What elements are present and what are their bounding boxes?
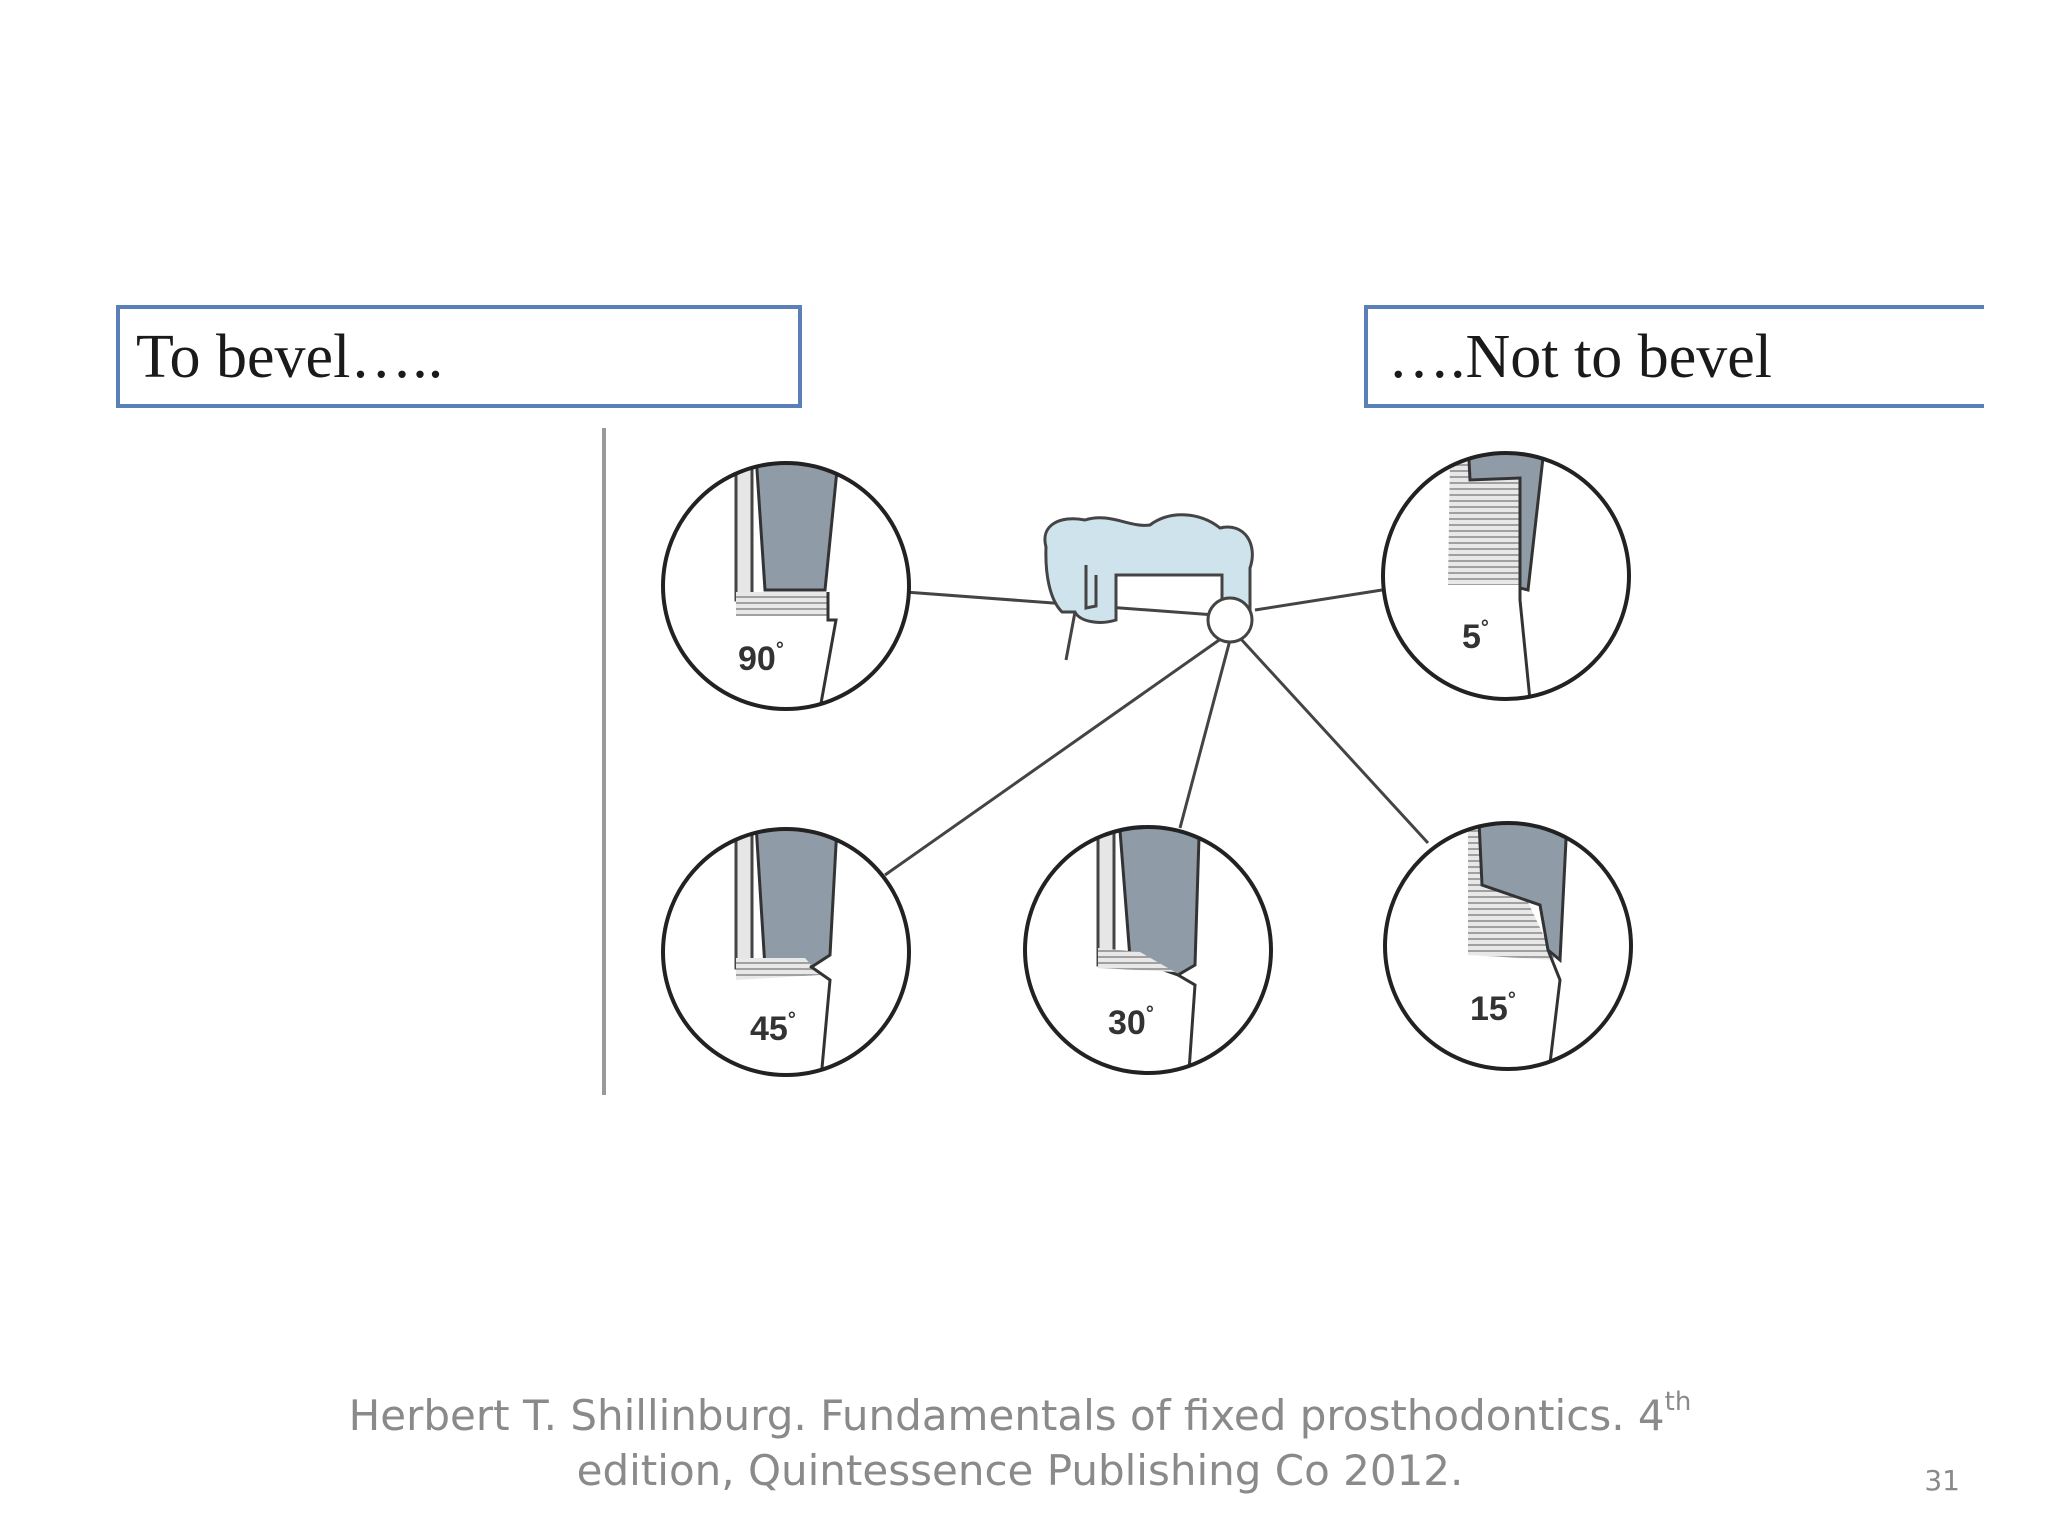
not-to-bevel-label: ….Not to bevel: [1388, 322, 1772, 391]
svg-text:45°: 45°: [750, 1009, 796, 1048]
margin-detail-circle: [1206, 596, 1254, 644]
connector-lines: [884, 588, 1430, 877]
detail-90-degree: 90°: [661, 461, 911, 711]
detail-5-degree: 5°: [1381, 451, 1631, 701]
not-to-bevel-label-box: ….Not to bevel: [1364, 305, 1984, 408]
to-bevel-label: To bevel…..: [136, 322, 444, 391]
citation-line-2: edition, Quintessence Publishing Co 2012…: [300, 1442, 1740, 1501]
detail-15-degree: 15°: [1383, 821, 1633, 1071]
citation-superscript: th: [1664, 1387, 1692, 1417]
citation-text: Herbert T. Shillinburg. Fundamentals of …: [348, 1391, 1665, 1440]
citation-line-1: Herbert T. Shillinburg. Fundamentals of …: [300, 1384, 1740, 1446]
to-bevel-label-box: To bevel…..: [116, 305, 802, 408]
citation-text-2: edition, Quintessence Publishing Co 2012…: [576, 1446, 1464, 1495]
detail-45-degree: 45°: [661, 827, 911, 1077]
bevel-angle-diagram: 90° 5° 45° 30°: [602, 428, 1633, 1095]
svg-text:30°: 30°: [1108, 1003, 1154, 1042]
detail-30-degree: 30°: [1023, 825, 1273, 1075]
svg-text:5°: 5°: [1462, 617, 1489, 656]
svg-text:15°: 15°: [1470, 989, 1516, 1028]
crown-illustration: [1043, 513, 1254, 661]
slide-number: 31: [1924, 1464, 1960, 1497]
svg-text:90°: 90°: [738, 639, 784, 678]
